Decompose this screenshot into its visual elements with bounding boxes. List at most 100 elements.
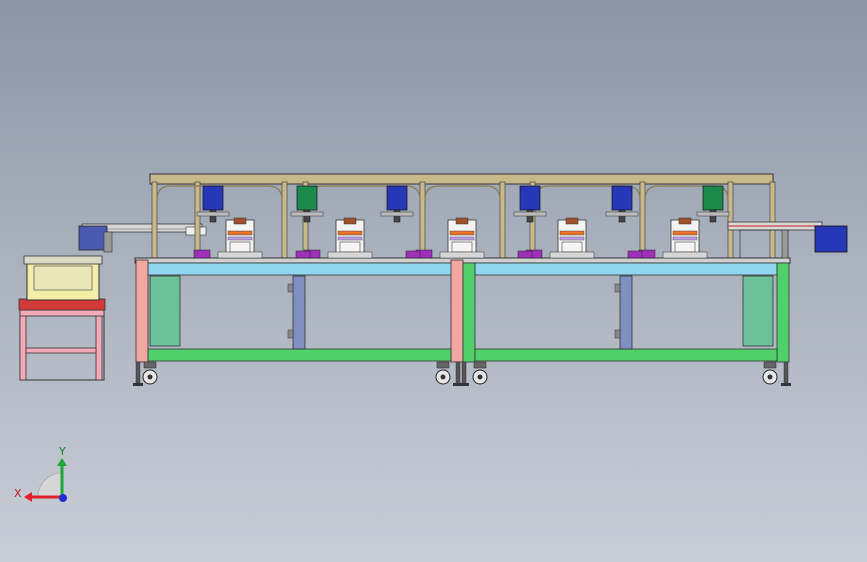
actuator-plate (605, 211, 639, 217)
caster-hub (767, 374, 773, 380)
gantry-post (499, 181, 506, 261)
leveling-pad (781, 383, 791, 386)
caster-hub (477, 374, 483, 380)
bottom-rail-left (147, 348, 452, 362)
left-conveyor-drive (78, 225, 108, 251)
leveling-foot (135, 361, 141, 385)
gantry-post (639, 181, 646, 261)
leveling-pad (133, 383, 143, 386)
table-strip-left (147, 262, 454, 276)
casters (133, 361, 791, 386)
right-conveyor-drive (814, 225, 848, 253)
station-lilac-band (672, 236, 698, 241)
y-axis-label: Y (58, 445, 66, 458)
station-orange-band (672, 230, 698, 236)
coordinate-triad: X Y (14, 445, 67, 502)
center-post-right-bracket-b (614, 329, 621, 339)
right-conveyor (727, 221, 848, 259)
caster-mount (143, 361, 157, 369)
transfer-part (295, 250, 311, 259)
right-conveyor-post (781, 229, 789, 259)
actuator-plate (513, 211, 547, 217)
feeder-box-top (23, 255, 103, 265)
actuator-plate (196, 211, 230, 217)
station-cap (565, 217, 579, 225)
x-axis-arrowhead (24, 492, 32, 502)
transfer-part (517, 250, 533, 259)
stations (193, 185, 730, 259)
cart-base-plate (18, 298, 106, 311)
feeder-box-window (33, 265, 93, 291)
station-orange-band (337, 230, 363, 236)
cart-leg-right (95, 309, 103, 381)
station-lilac-band (227, 236, 253, 241)
station-part (193, 249, 211, 259)
actuator-plate (290, 211, 324, 217)
leveling-foot (783, 361, 789, 385)
gantry-post (194, 181, 201, 261)
actuator-motor (296, 185, 318, 211)
actuator-motor (386, 185, 408, 211)
caster-hub (440, 374, 446, 380)
x-axis-label: X (14, 487, 22, 500)
right-conveyor-frame (739, 229, 789, 259)
station-base (439, 251, 485, 259)
left-conveyor (78, 223, 207, 253)
top-beam (149, 173, 774, 185)
machine-frame (134, 173, 791, 363)
cart-top-rail (19, 309, 105, 317)
table-strip-right (474, 262, 778, 276)
station-orange-band (227, 230, 253, 236)
center-post-right (619, 275, 633, 350)
y-axis-arrowhead (57, 458, 67, 466)
leveling-foot (461, 361, 467, 385)
gantry-arch (644, 185, 729, 201)
station-lilac-band (337, 236, 363, 241)
side-cart (18, 255, 106, 381)
station-orange-band (449, 230, 475, 236)
gantry-arch (424, 185, 501, 201)
left-conveyor-support (103, 231, 113, 253)
side-panel-right (742, 275, 774, 347)
station-cap (678, 217, 692, 225)
leveling-pad (453, 383, 463, 386)
station-base (662, 251, 708, 259)
actuator-motor (702, 185, 724, 211)
center-post-left (292, 275, 306, 350)
station-base (327, 251, 373, 259)
gantry-post (151, 181, 158, 261)
center-post-left-bracket (287, 283, 294, 293)
transfer-part (627, 250, 643, 259)
leg-left-outer (135, 259, 149, 363)
actuator-plate (380, 211, 414, 217)
actuator-motor (202, 185, 224, 211)
transfer-part (405, 250, 421, 259)
station-cap (233, 217, 247, 225)
station-base (217, 251, 263, 259)
leveling-pad (459, 383, 469, 386)
center-post-right-bracket (614, 283, 621, 293)
gantry-post (419, 181, 426, 261)
gantry-post (281, 181, 288, 261)
actuator-motor (519, 185, 541, 211)
gantry-post (727, 181, 734, 261)
caster-mount (473, 361, 487, 369)
station-cap (343, 217, 357, 225)
station-orange-band (559, 230, 585, 236)
actuator-motor (611, 185, 633, 211)
gantry-post (769, 181, 776, 261)
caster-hub (147, 374, 153, 380)
leg-mid-left (450, 259, 464, 363)
caster-mount (436, 361, 450, 369)
station-lilac-band (449, 236, 475, 241)
z-axis-dot (59, 494, 67, 502)
actuator-plate (696, 211, 730, 217)
triad-quadrant (37, 472, 63, 498)
caster-mount (763, 361, 777, 369)
cart-crossbar (25, 347, 97, 354)
bottom-rail-right (474, 348, 778, 362)
station-cap (455, 217, 469, 225)
side-panel-left (149, 275, 181, 347)
